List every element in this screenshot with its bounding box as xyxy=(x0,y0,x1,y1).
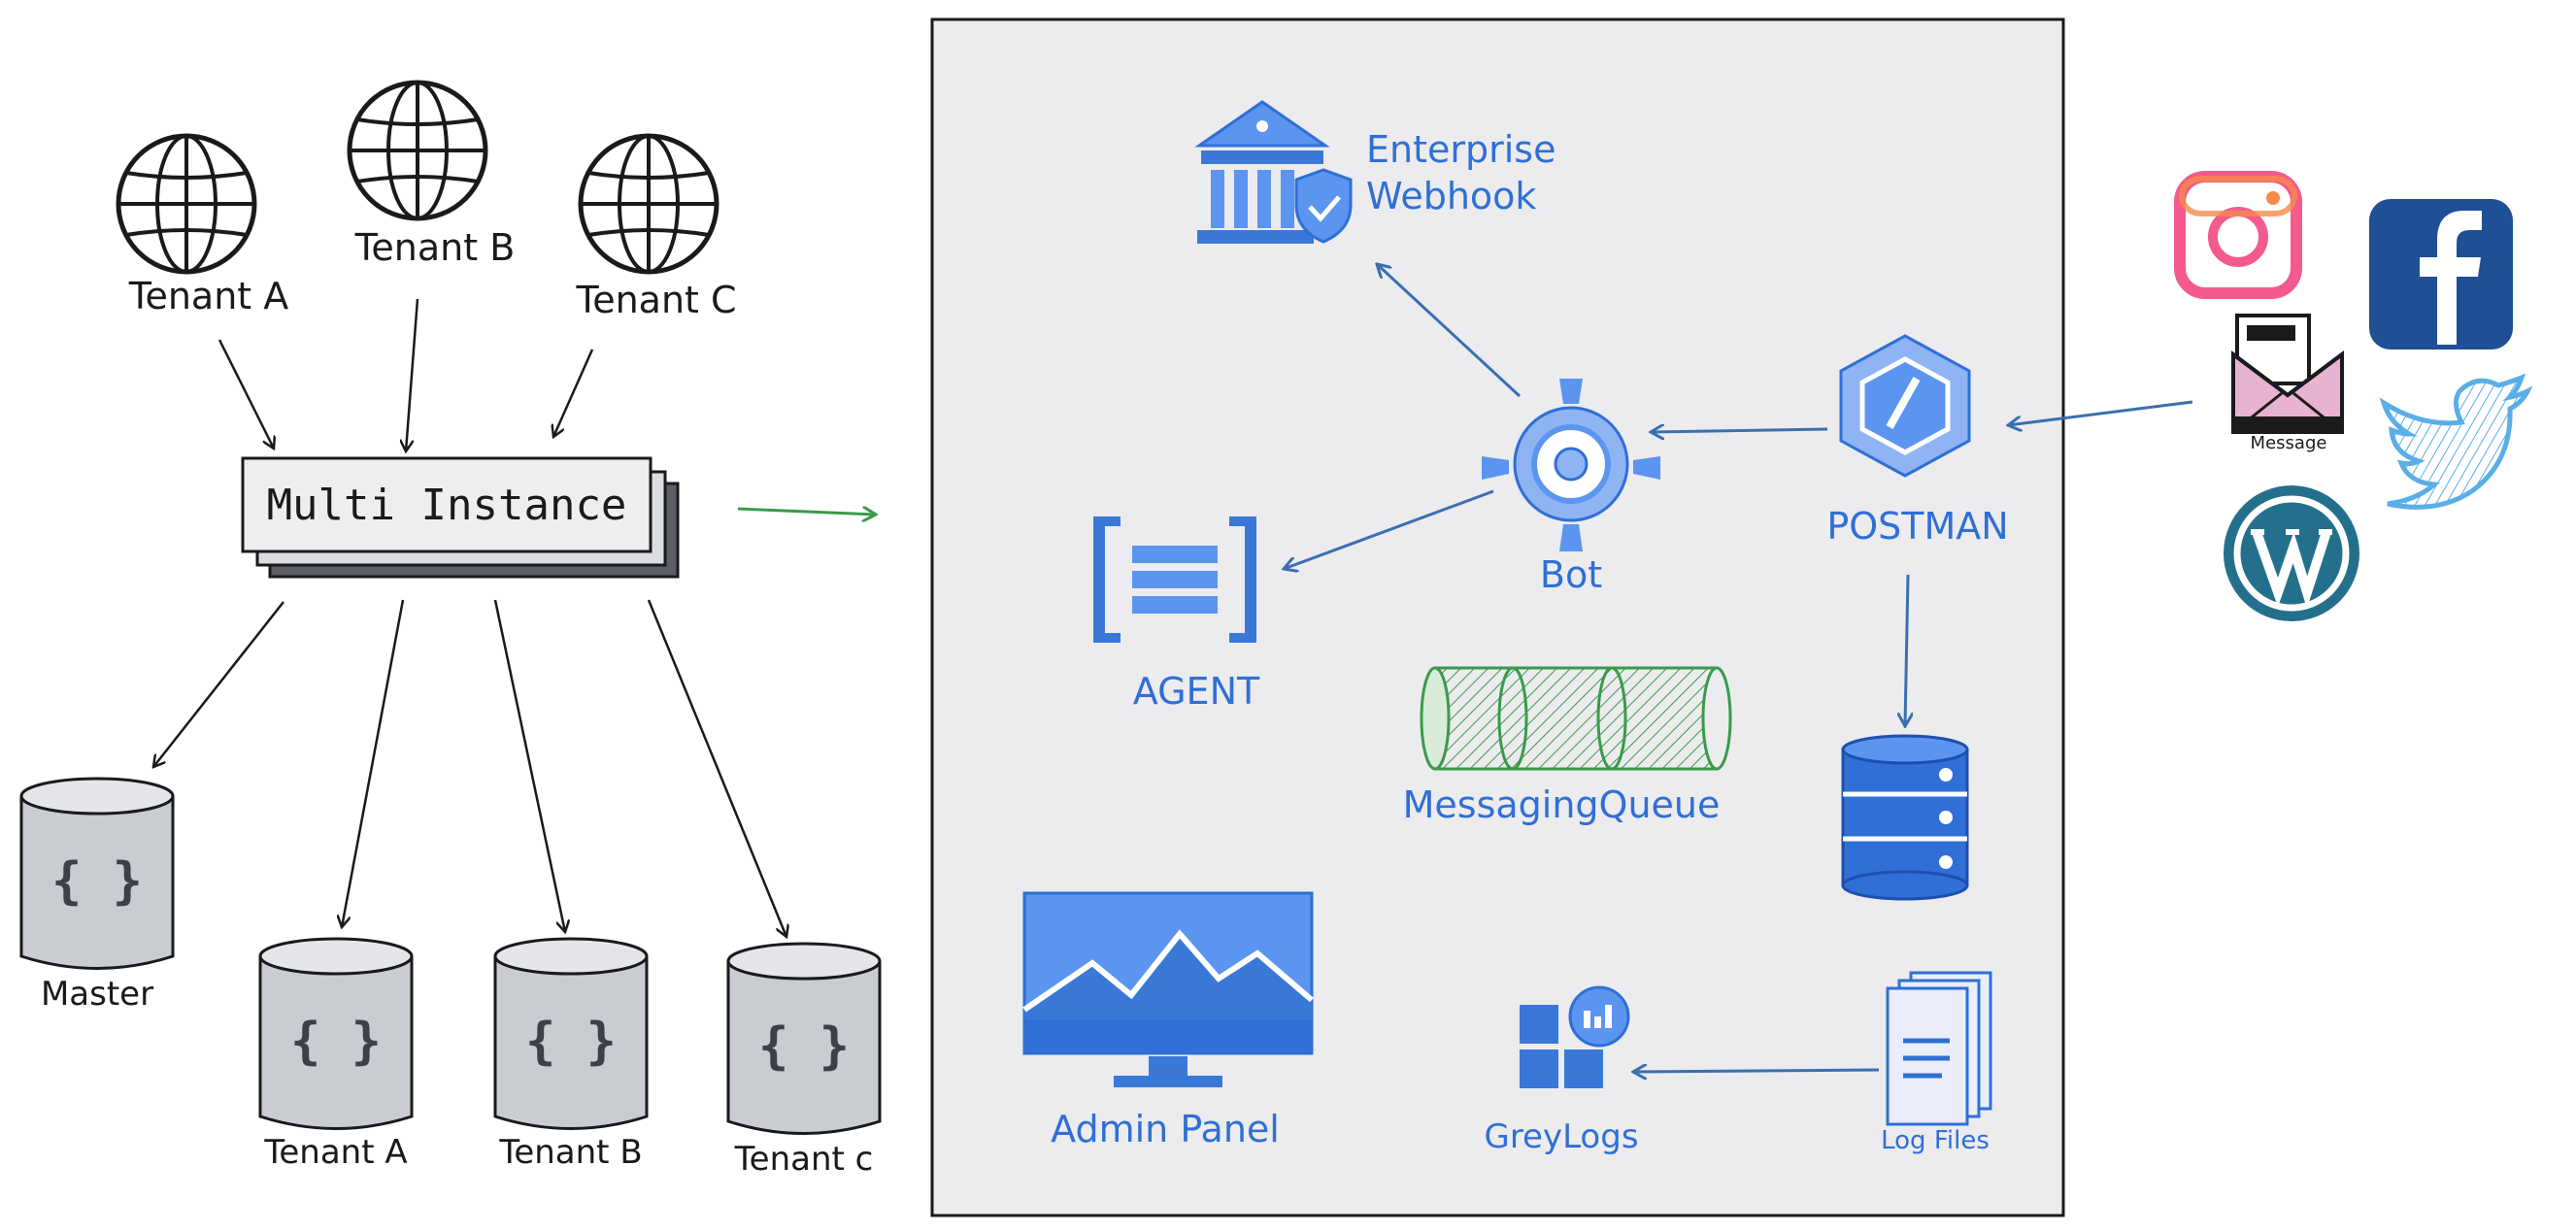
webhook-label: Enterprise xyxy=(1366,128,1556,171)
facebook-icon xyxy=(2369,199,2513,350)
multi-instance-box: Multi Instance xyxy=(241,456,680,579)
db-glyph: { } xyxy=(525,1013,617,1071)
arrow xyxy=(1284,489,1494,569)
arrow-green xyxy=(737,509,876,515)
arrow xyxy=(493,599,565,932)
db-glyph: { } xyxy=(51,852,143,911)
db-glyph: { } xyxy=(758,1017,850,1076)
db-label: Tenant A xyxy=(263,1133,407,1172)
arrow xyxy=(1651,429,1828,432)
database-tenant-b-icon: { } xyxy=(493,937,649,1130)
globe-icon xyxy=(578,133,719,275)
arrow xyxy=(2008,400,2193,425)
arrow xyxy=(153,601,284,767)
messaging-queue-label: MessagingQueue xyxy=(1403,783,1721,826)
greylogs-label: GreyLogs xyxy=(1484,1117,1638,1156)
wordpress-icon xyxy=(2224,485,2359,621)
arrow xyxy=(647,599,786,937)
greylogs-icon xyxy=(1520,985,1630,1088)
admin-panel-label: Admin Panel xyxy=(1051,1108,1280,1150)
messaging-queue-icon xyxy=(1420,666,1732,771)
multi-instance-label: Multi Instance xyxy=(267,481,627,530)
arrow xyxy=(1633,1070,1880,1072)
arrow xyxy=(342,599,405,927)
arrow xyxy=(553,349,594,437)
webhook-label: Webhook xyxy=(1366,175,1536,217)
bank-icon xyxy=(1194,100,1330,244)
arrow xyxy=(1377,264,1522,398)
arrow xyxy=(406,298,419,451)
instagram-icon xyxy=(2174,171,2302,299)
database-tenant-c-icon: { } xyxy=(726,942,882,1135)
database-stack-icon xyxy=(1841,734,1969,901)
twitter-icon xyxy=(2379,373,2533,510)
db-glyph: { } xyxy=(290,1013,382,1071)
arrow xyxy=(1905,574,1908,726)
shield-icon xyxy=(1294,168,1353,244)
tenant-label: Tenant B xyxy=(354,226,516,269)
postman-label: POSTMAN xyxy=(1826,505,2008,548)
bot-icon xyxy=(1482,379,1660,551)
monitor-icon xyxy=(1022,891,1314,1087)
database-tenant-a-icon: { } xyxy=(258,937,414,1130)
db-label: Tenant B xyxy=(498,1133,642,1172)
arrow xyxy=(217,339,274,449)
database-master-icon: { } xyxy=(19,777,175,970)
db-label: Master xyxy=(41,975,153,1014)
postman-icon xyxy=(1839,334,1971,478)
agent-label: AGENT xyxy=(1133,670,1260,713)
db-label: Tenant c xyxy=(734,1140,874,1179)
bot-label: Bot xyxy=(1540,553,1602,596)
message-label: Message xyxy=(2251,433,2327,453)
agent-icon xyxy=(1093,516,1256,643)
tenant-label: Tenant A xyxy=(128,275,289,317)
log-files-icon xyxy=(1886,971,1992,1126)
globe-icon xyxy=(347,80,488,221)
tenant-label: Tenant C xyxy=(575,279,736,321)
log-files-label: Log Files xyxy=(1881,1126,1990,1155)
globe-icon xyxy=(116,133,257,275)
message-icon xyxy=(2231,314,2344,434)
